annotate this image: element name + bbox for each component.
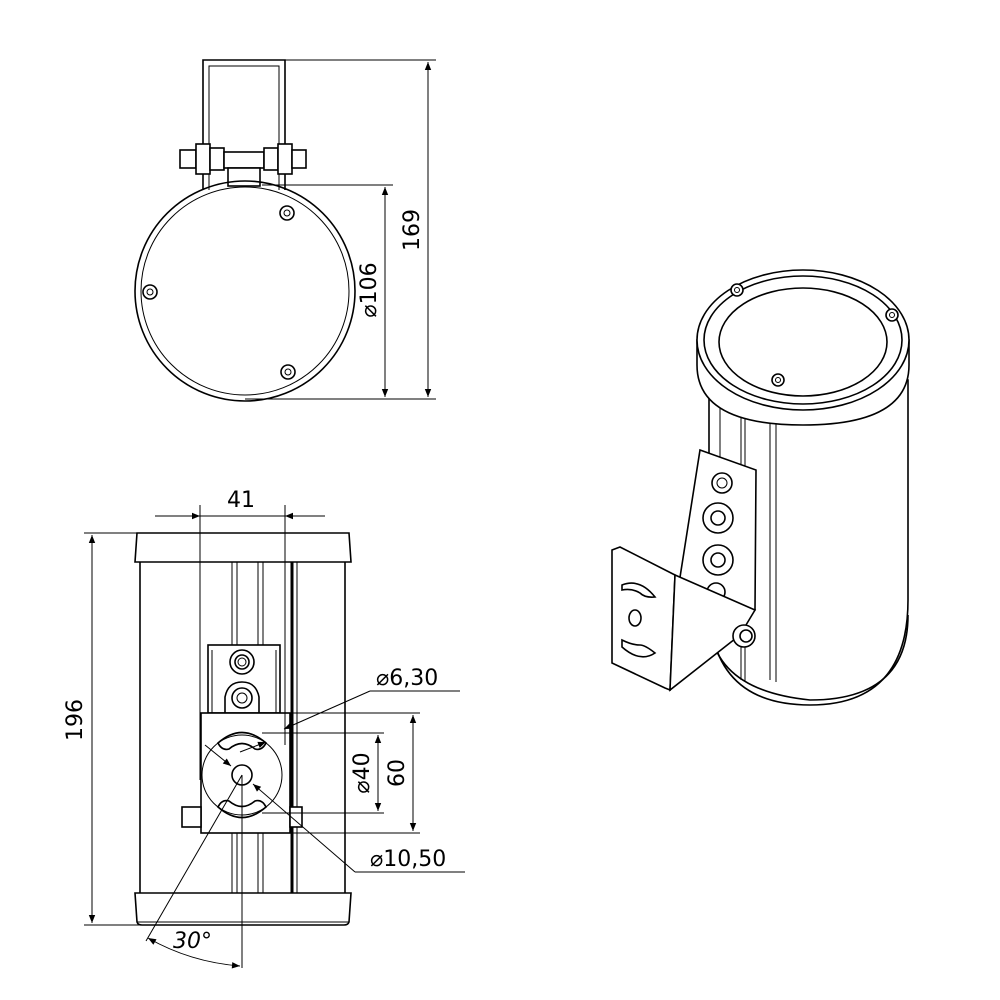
mounting-bracket-top [202,59,286,190]
dimension-169: 169 [245,59,436,400]
dimension-41: 41 [155,488,325,780]
dimension-diameter-6-30: ⌀6,30 [239,666,460,753]
top-view: 169 ⌀106 [134,59,436,402]
dim-60-label: 60 [385,759,410,787]
dimension-diameter-40: ⌀40 [262,732,384,814]
cover-screws [142,205,296,380]
dim-196-label: 196 [63,699,88,741]
dimension-196: 196 [63,532,142,926]
dimension-diameter-10-50: ⌀10,50 [204,744,465,873]
dim-106-label: ⌀106 [357,262,382,317]
dimension-diameter-106: ⌀106 [262,184,393,397]
dim-30-label: 30° [173,929,212,954]
bracket-upper-plate [207,644,281,714]
bracket-bolts [179,143,307,187]
dim-6-30-label: ⌀6,30 [376,666,438,691]
dim-40-label: ⌀40 [350,752,375,793]
front-view: 41 196 60 ⌀40 ⌀6,30 [63,488,465,969]
housing-front-circle [134,180,356,402]
dimension-angle-30: 30° [145,774,243,969]
dimension-60: 60 [290,712,420,834]
iso-cover-screws [730,283,899,387]
dim-41-label: 41 [227,488,255,513]
iso-housing [696,269,910,706]
iso-bracket [611,448,757,692]
isometric-view [611,269,910,706]
dim-10-50-label: ⌀10,50 [370,847,446,872]
dim-169-label: 169 [400,209,425,251]
